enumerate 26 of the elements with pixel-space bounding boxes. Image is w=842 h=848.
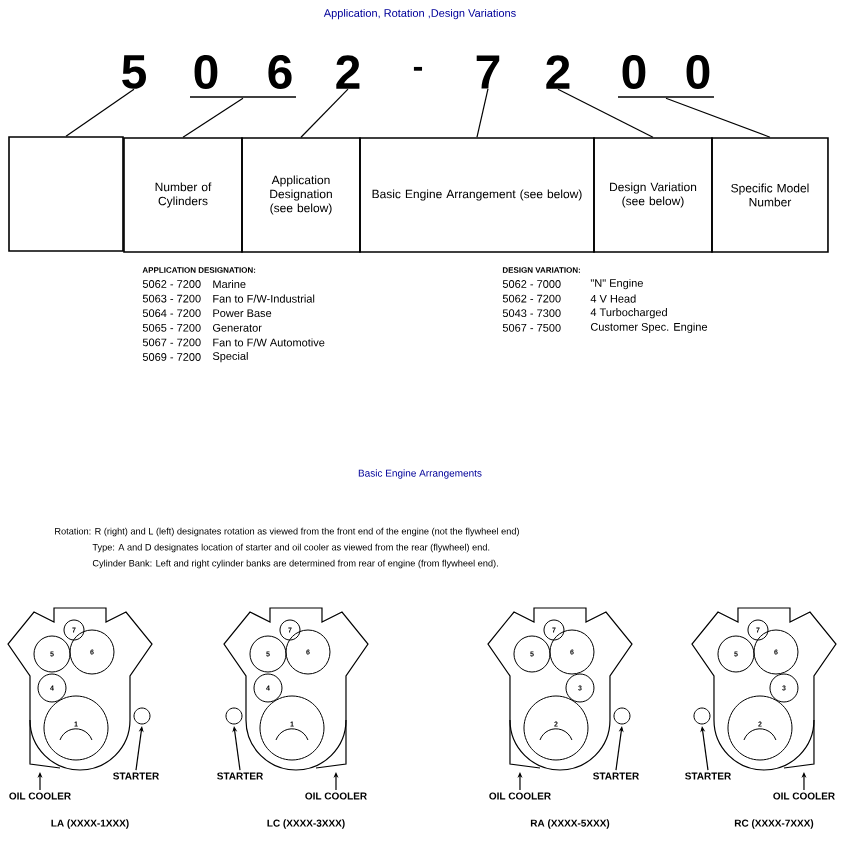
leader-line (182, 97, 244, 138)
leader-line (300, 88, 349, 138)
leader-line (65, 88, 135, 137)
model-digit: 7 (476, 55, 500, 89)
leader-line (232, 726, 241, 771)
leader-line (615, 726, 624, 771)
engine-drawing (223, 607, 369, 771)
engine-drawing (7, 607, 153, 771)
model-digit: 2 (546, 55, 570, 89)
leader-line (557, 88, 654, 138)
engine-drawing (691, 607, 837, 771)
leader-line (476, 88, 489, 138)
field-box (8, 136, 124, 252)
model-digit: 6 (268, 55, 292, 89)
underline-bar (618, 96, 714, 98)
model-digit: 2 (336, 55, 360, 89)
model-digit: 0 (686, 55, 710, 89)
leader-line (665, 97, 771, 138)
model-digit: 0 (194, 55, 218, 89)
underline-bar (190, 96, 296, 98)
leader-line (135, 726, 144, 771)
dash: - (413, 66, 423, 71)
model-digit: 5 (122, 55, 146, 89)
model-digit: 0 (622, 55, 646, 89)
leader-line (700, 726, 709, 771)
engine-drawing (487, 607, 633, 771)
